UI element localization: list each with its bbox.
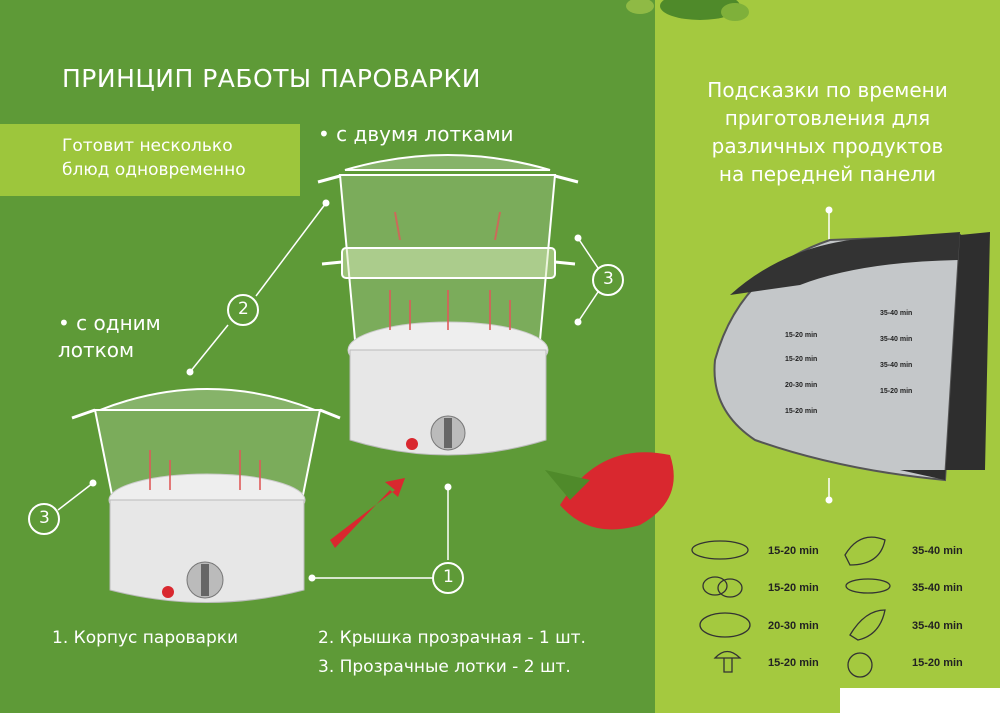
steamer-two-trays <box>317 154 579 456</box>
label-two-trays: • с двумя лотками <box>318 122 514 146</box>
time-apple: 15-20 min <box>912 657 963 669</box>
corner-strip <box>840 688 1000 713</box>
time-vegetables: 35-40 min <box>912 545 963 557</box>
panel-time-fish: 15-20 min <box>785 332 818 339</box>
tomato-icon <box>545 452 674 530</box>
page-title: ПРИНЦИП РАБОТЫ ПАРОВАРКИ <box>62 64 481 93</box>
corn-icon <box>849 609 886 641</box>
hint-text: Подсказки по времени приготовления для р… <box>707 78 948 186</box>
red-arrow-icon <box>330 478 405 548</box>
rice-icon <box>845 578 891 594</box>
panel-time-mushroom: 15-20 min <box>785 408 818 415</box>
control-panel <box>713 232 990 482</box>
broccoli-icon <box>626 0 749 21</box>
callout-3-right-number: 3 <box>603 269 614 289</box>
time-corn: 35-40 min <box>912 620 963 632</box>
label-one-tray: • с одним лотком <box>58 311 161 362</box>
panel-time-rice: 35-40 min <box>880 336 913 343</box>
legend-item-3: 3. Прозрачные лотки - 2 шт. <box>318 657 571 677</box>
apple-icon <box>847 652 873 678</box>
callout-3-left <box>28 503 60 535</box>
fish-icon <box>691 540 749 560</box>
chicken-icon <box>699 612 751 638</box>
vegetables-icon <box>844 536 886 566</box>
time-chicken: 20-30 min <box>768 620 819 632</box>
time-mushroom: 15-20 min <box>768 657 819 669</box>
callout-3-left-number: 3 <box>39 508 50 528</box>
legend-item-2: 2. Крышка прозрачная - 1 шт. <box>318 628 586 648</box>
callout-1-number: 1 <box>443 567 454 587</box>
panel-time-eggs: 15-20 min <box>785 356 818 363</box>
eggs-icon <box>702 576 728 596</box>
legend-item-1: 1. Корпус пароварки <box>52 628 239 648</box>
callout-3-right <box>592 264 624 296</box>
callout-1 <box>432 562 464 594</box>
callout-2-number: 2 <box>238 299 249 319</box>
panel-time-apple: 15-20 min <box>880 388 913 395</box>
mushroom-icon <box>713 650 742 673</box>
time-rice: 35-40 min <box>912 582 963 594</box>
banner-text: Готовит несколько блюд одновременно <box>62 136 246 180</box>
panel-time-corn: 35-40 min <box>880 362 913 369</box>
callout-2 <box>227 294 259 326</box>
banner <box>0 124 300 196</box>
panel-time-chicken: 20-30 min <box>785 382 818 389</box>
panel-time-vegetables: 35-40 min <box>880 310 913 317</box>
time-fish: 15-20 min <box>768 545 819 557</box>
steamer-one-tray <box>71 388 341 603</box>
time-eggs: 15-20 min <box>768 582 819 594</box>
